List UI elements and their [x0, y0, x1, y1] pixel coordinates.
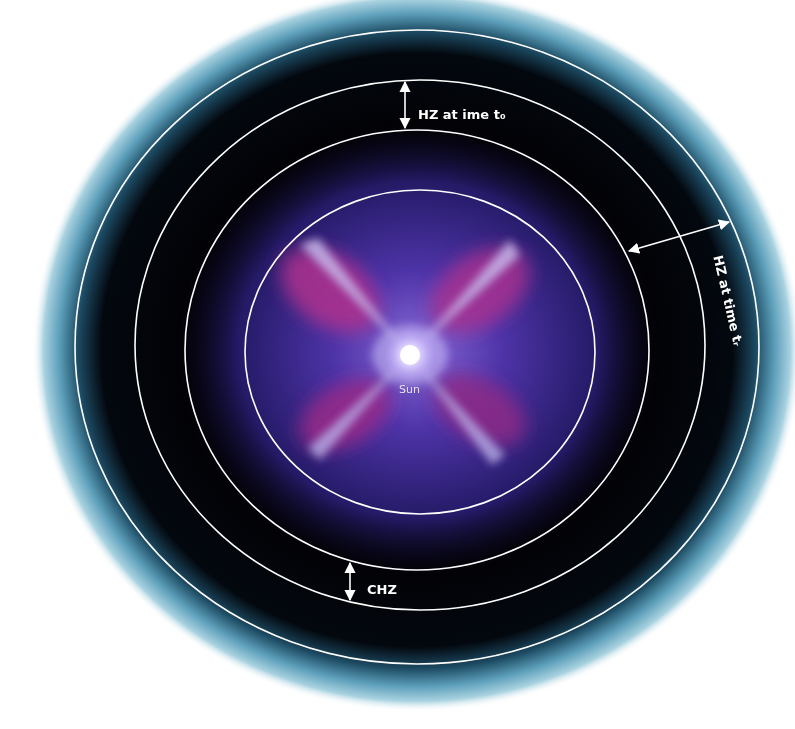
star-label: Sun	[399, 384, 420, 395]
zone-label: CHZ	[367, 583, 397, 596]
zone-label: HZ at ime t₀	[418, 108, 506, 121]
